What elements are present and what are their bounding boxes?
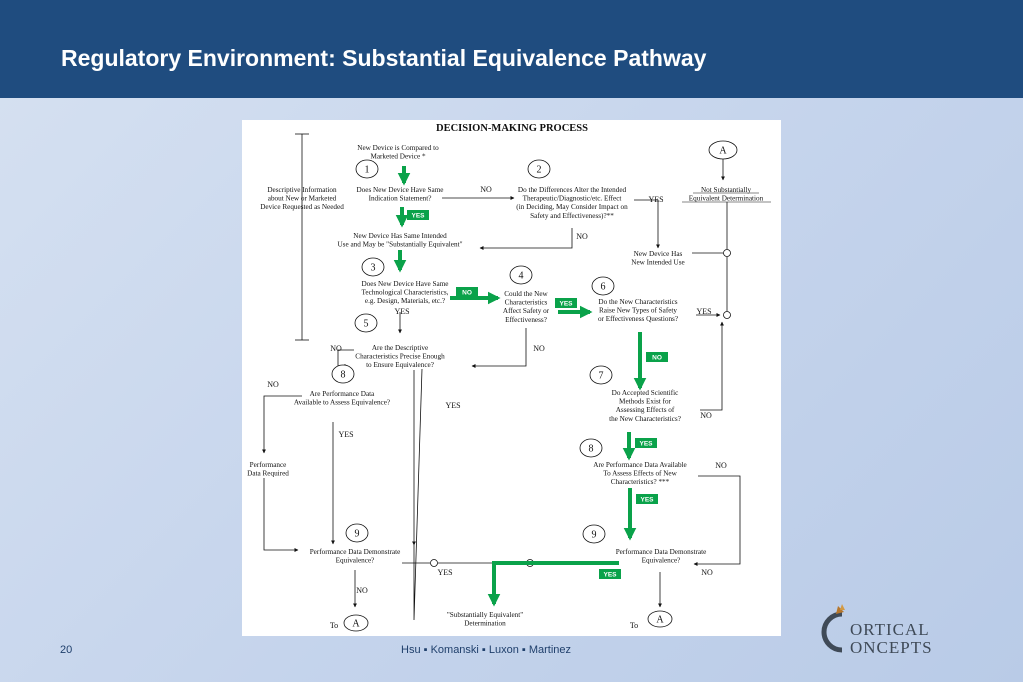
step-number-1-circle xyxy=(355,159,379,179)
diagram-heading: DECISION-MAKING PROCESS xyxy=(436,123,588,134)
label-to-left: To xyxy=(330,621,338,630)
step-number-1: 1 xyxy=(365,165,370,176)
label-yes-q2: YES xyxy=(648,195,663,204)
arrow-q8l-no xyxy=(262,395,302,454)
label-yes-q3: YES xyxy=(394,307,409,316)
tag-yes-q9r-box xyxy=(599,569,621,579)
step-number-9-left-circle xyxy=(345,523,369,543)
step-number-7-circle xyxy=(589,365,613,385)
step-number-5: 5 xyxy=(364,319,369,330)
arrow-q2-yes xyxy=(634,199,660,249)
tag-yes-q4-box xyxy=(555,298,577,308)
label-no-q9l: NO xyxy=(356,586,368,595)
label-no-q8r: NO xyxy=(715,461,727,470)
connector-a-right: A xyxy=(656,615,664,626)
logo-line-1: ORTICAL xyxy=(850,620,930,639)
label-no-q4: NO xyxy=(533,344,545,353)
label-no-q7: NO xyxy=(700,411,712,420)
step-number-6: 6 xyxy=(601,282,606,293)
junction-circle-2 xyxy=(723,311,731,319)
se-determination: "Substantially Equivalent"Determination xyxy=(447,611,523,628)
tag-yes-q1: YES xyxy=(411,213,425,220)
step-number-8-left: 8 xyxy=(341,370,346,381)
connector-a-left: A xyxy=(352,619,360,630)
tag-no-q6: NO xyxy=(652,355,662,362)
arrow-q4-no xyxy=(471,328,527,368)
junction-circle-3 xyxy=(430,559,438,567)
step-number-3-circle xyxy=(361,257,385,277)
line-q5-yes xyxy=(413,368,423,621)
label-yes-q5: YES xyxy=(445,401,460,410)
step-number-6-circle xyxy=(591,276,615,296)
label-no-q5: NO xyxy=(330,344,342,353)
tag-no-q3-box xyxy=(456,287,478,297)
junction-circle-1 xyxy=(723,249,731,257)
label-yes-q9l: YES xyxy=(437,568,452,577)
green-arrow-q9r-yes xyxy=(487,561,619,607)
tag-yes-q4: YES xyxy=(559,301,573,308)
label-to-right: To xyxy=(630,621,638,630)
label-yes-q6: YES xyxy=(696,307,711,316)
page-number: 20 xyxy=(60,644,73,656)
step-number-9-right: 9 xyxy=(592,530,597,541)
arrow-q8r-no xyxy=(693,475,741,566)
step-number-9-left: 9 xyxy=(355,529,360,540)
company-logo: ORTICAL ONCEPTS xyxy=(812,602,982,662)
step-number-5-circle xyxy=(354,313,378,333)
logo-c-icon xyxy=(821,604,845,653)
label-no-q8l: NO xyxy=(267,380,279,389)
logo-line-2: ONCEPTS xyxy=(850,638,933,657)
step-number-7: 7 xyxy=(599,371,604,382)
decision-flowchart: DECISION-MAKING PROCESS Descriptive Infor… xyxy=(242,120,781,636)
title-bar: Regulatory Environment: Substantial Equi… xyxy=(0,0,1023,98)
arrow-perf-required xyxy=(263,478,299,552)
tag-no-q3: NO xyxy=(462,290,472,297)
connector-a-right-circle xyxy=(647,610,673,628)
step-number-8-left-circle xyxy=(331,364,355,384)
step-number-8-right: 8 xyxy=(589,444,594,455)
tag-yes-q7: YES xyxy=(639,441,653,448)
arrow-q7-no xyxy=(700,321,724,411)
step-number-4-circle xyxy=(509,265,533,285)
step-number-9-right-circle xyxy=(582,524,606,544)
tag-yes-q8r: YES xyxy=(640,497,654,504)
label-no-q1: NO xyxy=(480,185,492,194)
author-list: Hsu ▪ Komanski ▪ Luxon ▪ Martinez xyxy=(401,644,572,656)
label-no-q2: NO xyxy=(576,232,588,241)
tag-yes-q9r: YES xyxy=(603,572,617,579)
tag-yes-q7-box xyxy=(635,438,657,448)
connector-a-top: A xyxy=(719,146,727,157)
label-yes-q8l: YES xyxy=(338,430,353,439)
tag-yes-q1-box xyxy=(407,210,429,220)
flowchart-canvas: DECISION-MAKING PROCESS Descriptive Infor… xyxy=(247,123,771,632)
step-number-2: 2 xyxy=(537,165,542,176)
slide-title: Regulatory Environment: Substantial Equi… xyxy=(61,45,707,71)
label-no-q9r: NO xyxy=(701,568,713,577)
step-number-8-right-circle xyxy=(579,438,603,458)
step-number-3: 3 xyxy=(371,263,376,274)
connector-a-left-circle xyxy=(343,614,369,632)
step-number-4: 4 xyxy=(519,271,524,282)
tag-yes-q8r-box xyxy=(636,494,658,504)
step-number-2-circle xyxy=(527,159,551,179)
tag-no-q6-box xyxy=(646,352,668,362)
arrow-q2-no xyxy=(479,228,573,250)
